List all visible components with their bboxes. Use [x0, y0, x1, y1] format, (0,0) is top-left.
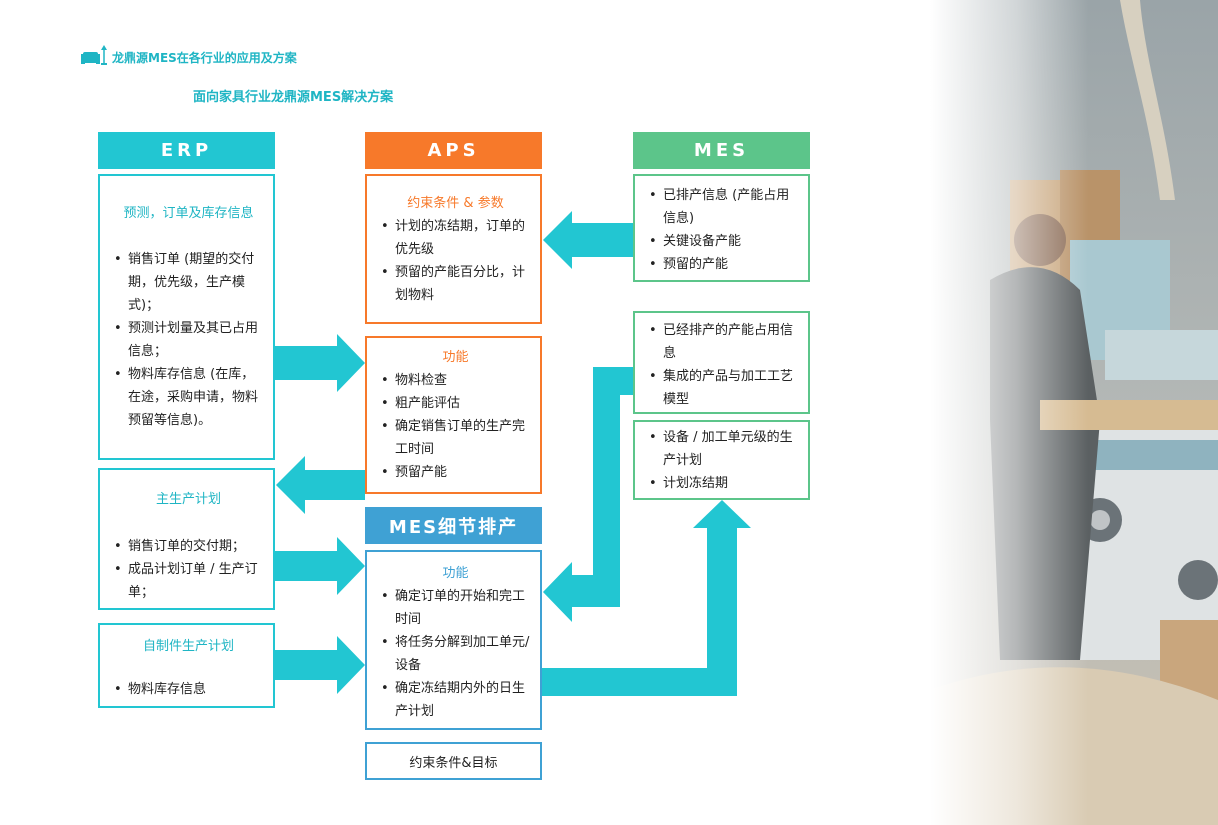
aps-header: APS	[365, 132, 542, 169]
list-item: 销售订单的交付期；	[114, 535, 267, 558]
box-title: 自制件生产计划	[142, 639, 234, 654]
list-item: 确定销售订单的生产完工时间	[381, 415, 534, 461]
list-item: 确定订单的开始和完工时间	[381, 585, 534, 631]
list-item: 物料库存信息 (在库，在途，采购申请，物料预留等信息)。	[114, 363, 267, 432]
list-item: 确定冻结期内外的日生产计划	[381, 677, 534, 723]
arrow-erp3-to-mesd	[275, 636, 365, 694]
list-item: 预测计划量及其已占用信息；	[114, 317, 267, 363]
arrow-erp2-to-mesd	[275, 537, 365, 595]
list-item: 物料检查	[381, 369, 534, 392]
box-title: 主生产计划	[155, 492, 221, 507]
mes-capacity-model-box: 已经排产的产能占用信息 集成的产品与加工工艺模型	[633, 311, 810, 414]
mes-unit-plan-box: 设备 / 加工单元级的生产计划 计划冻结期	[633, 420, 810, 500]
list-item: 已经排产的产能占用信息	[649, 319, 802, 365]
list-item: 预留的产能	[649, 253, 802, 276]
page-subtitle: 面向家具行业龙鼎源MES解决方案	[193, 90, 394, 105]
list-item: 计划的冻结期，订单的优先级	[381, 215, 534, 261]
arrow-mesd-to-mes3	[542, 500, 751, 696]
list-item: 成品计划订单 / 生产订单；	[114, 558, 267, 604]
mes-scheduled-info-box: 已排产信息 (产能占用信息) 关键设备产能 预留的产能	[633, 174, 810, 282]
factory-photo	[930, 0, 1218, 825]
list-item: 物料库存信息	[114, 678, 267, 701]
erp-forecast-box: 预测，订单及库存信息 销售订单 (期望的交付期，优先级，生产模式)； 预测计划量…	[98, 174, 275, 460]
mes-detail-header: MES细节排产	[365, 507, 542, 544]
erp-self-made-plan-box: 自制件生产计划 物料库存信息	[98, 623, 275, 708]
list-item: 将任务分解到加工单元/设备	[381, 631, 534, 677]
box-title: 预测，订单及库存信息	[123, 206, 254, 221]
mes-detail-function-box: 功能 确定订单的开始和完工时间 将任务分解到加工单元/设备 确定冻结期内外的日生…	[365, 550, 542, 730]
mes-header: MES	[633, 132, 810, 169]
list-item: 计划冻结期	[649, 472, 802, 495]
box-title: 约束条件 & 参数	[407, 196, 504, 211]
arrow-aps-to-erp	[276, 456, 365, 514]
list-item: 已排产信息 (产能占用信息)	[649, 184, 802, 230]
list-item: 预留产能	[381, 461, 534, 484]
list-item: 销售订单 (期望的交付期，优先级，生产模式)；	[114, 248, 267, 317]
aps-function-box: 功能 物料检查 粗产能评估 确定销售订单的生产完工时间 预留产能	[365, 336, 542, 494]
arrow-erp-to-aps	[275, 334, 365, 392]
list-item: 预留的产能百分比，计划物料	[381, 261, 534, 307]
list-item: 关键设备产能	[649, 230, 802, 253]
box-title: 功能	[442, 566, 469, 581]
arrow-mes2-to-mesd	[543, 367, 633, 622]
erp-master-plan-box: 主生产计划 销售订单的交付期； 成品计划订单 / 生产订单；	[98, 468, 275, 610]
erp-header: ERP	[98, 132, 275, 169]
aps-constraints-box: 约束条件 & 参数 计划的冻结期，订单的优先级 预留的产能百分比，计划物料	[365, 174, 542, 324]
list-item: 设备 / 加工单元级的生产计划	[649, 426, 802, 472]
list-item: 集成的产品与加工工艺模型	[649, 365, 802, 411]
list-item: 粗产能评估	[381, 392, 534, 415]
brand-title: 龙鼎源MES在各行业的应用及方案	[112, 51, 297, 65]
constraints-goals-box: 约束条件&目标	[365, 742, 542, 780]
box-title: 功能	[442, 350, 469, 365]
sofa-lamp-icon	[81, 45, 107, 65]
arrow-mes-to-aps	[543, 211, 633, 269]
